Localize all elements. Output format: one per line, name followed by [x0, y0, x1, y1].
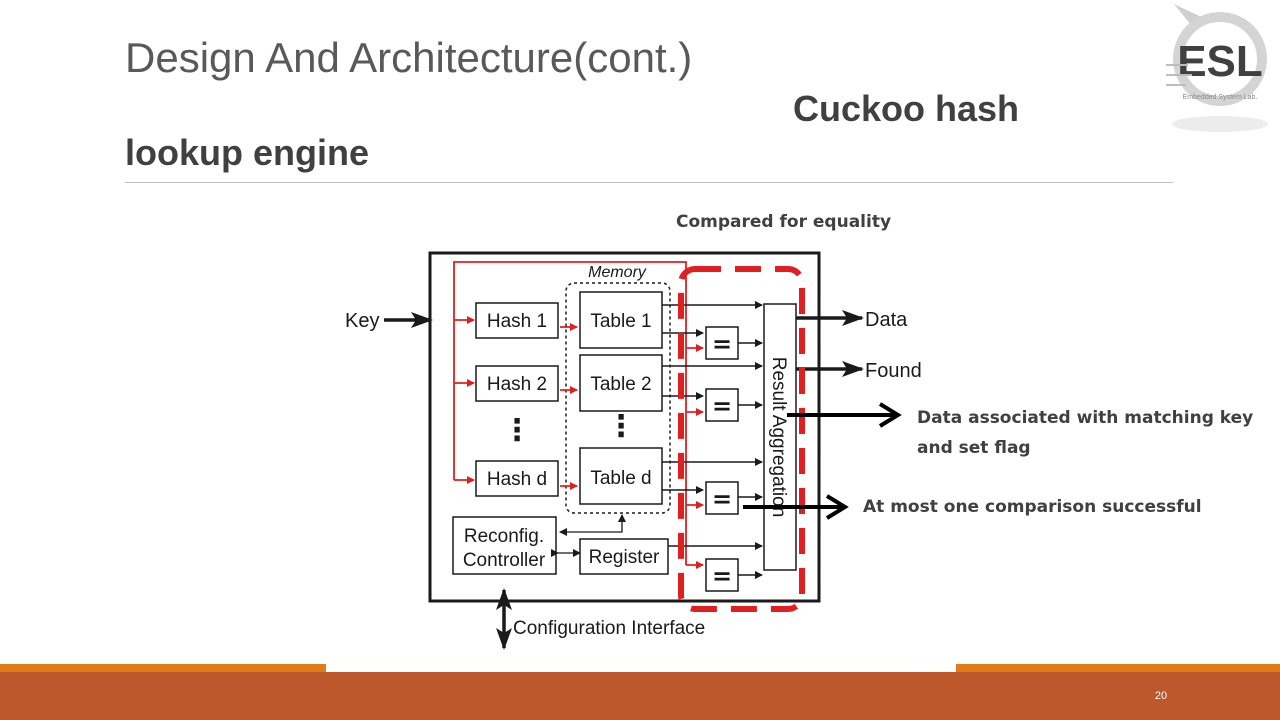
svg-text:Reconfig.: Reconfig.: [464, 526, 544, 547]
compared-annotation: Compared for equality: [676, 212, 892, 232]
table-ellipsis: ⋮: [606, 409, 636, 444]
svg-text:Table d: Table d: [590, 468, 651, 489]
svg-text:Hash d: Hash d: [487, 469, 547, 490]
result-aggregation-block: Result Aggregation: [763, 303, 797, 571]
svg-text:Register: Register: [589, 547, 660, 568]
hash-block-d: Hash d: [475, 460, 559, 497]
config-interface-label: Configuration Interface: [513, 618, 705, 639]
comparator-2: =: [705, 388, 739, 422]
table-block-2: Table 2: [579, 354, 663, 412]
key-label: Key: [345, 310, 379, 332]
logo-text: ESL: [1177, 37, 1263, 86]
svg-text:=: =: [712, 562, 732, 590]
svg-text:=: =: [712, 392, 732, 420]
svg-text:Result Aggregation: Result Aggregation: [768, 357, 789, 518]
comparator-4: =: [705, 558, 739, 592]
comparator-3: =: [705, 481, 739, 515]
svg-text:Table 1: Table 1: [590, 311, 651, 332]
svg-text:Hash 2: Hash 2: [487, 374, 547, 395]
at-most-one-annotation: At most one comparison successful: [863, 497, 1202, 517]
logo-tagline: Embedded System Lab.: [1183, 94, 1258, 101]
comparator-1: =: [705, 326, 739, 360]
footer-accent-left: [0, 664, 326, 672]
engine-outer-box: [428, 251, 821, 603]
data-associated-annotation-line2: and set flag: [917, 438, 1031, 458]
slide-title-continued: lookup engine: [125, 132, 370, 173]
data-associated-annotation-line1: Data associated with matching key: [917, 408, 1254, 428]
memory-label: Memory: [588, 264, 647, 281]
footer-bar: [0, 672, 1280, 720]
control-lines: [551, 514, 626, 557]
table-block-d: Table d: [579, 447, 663, 505]
hash-block-2: Hash 2: [475, 365, 559, 402]
slide-title: Design And Architecture(cont.): [125, 34, 693, 81]
title-divider: [125, 182, 1173, 183]
memory-group: [565, 282, 671, 514]
found-output-label: Found: [865, 360, 922, 382]
logo-ring: [1173, 12, 1267, 106]
reconfig-controller-block: Reconfig. Controller: [452, 516, 557, 575]
register-block: Register: [579, 538, 669, 575]
data-output-label: Data: [865, 309, 908, 331]
svg-text:Table 2: Table 2: [590, 374, 651, 395]
svg-text:Hash 1: Hash 1: [487, 311, 547, 332]
svg-text:Controller: Controller: [463, 550, 546, 571]
logo-reflection: [1172, 116, 1268, 132]
slide-subtitle: Cuckoo hash: [793, 88, 1020, 129]
footer-accent-right: [956, 664, 1280, 672]
table-block-1: Table 1: [579, 291, 663, 349]
esl-logo: ESL Embedded System Lab.: [1166, 4, 1268, 132]
page-number: 20: [1154, 690, 1168, 702]
comparison-highlight: [678, 266, 805, 612]
hash-ellipsis: ⋮: [502, 413, 532, 448]
svg-text:=: =: [712, 485, 732, 513]
svg-text:=: =: [712, 330, 732, 358]
hash-block-1: Hash 1: [475, 302, 559, 339]
